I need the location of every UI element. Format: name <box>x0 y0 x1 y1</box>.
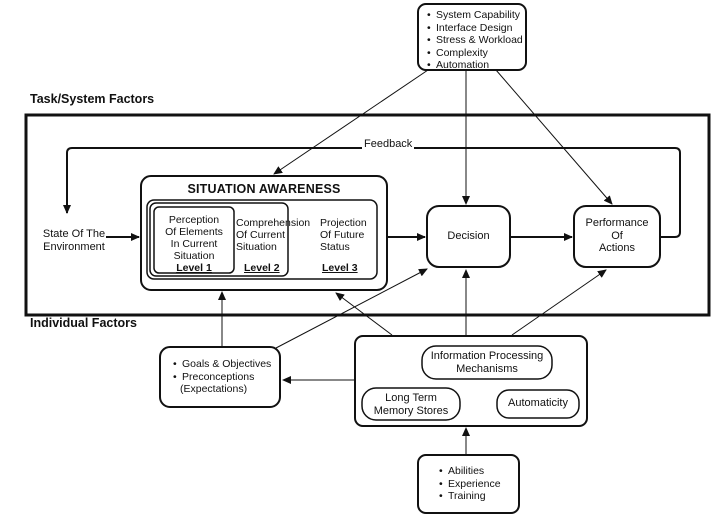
level-1-line: Perception <box>168 214 220 226</box>
level-3-line: Of Future <box>320 229 365 241</box>
level-1-line: Situation <box>173 250 215 262</box>
system-factor-item: Stress & Workload <box>427 34 536 47</box>
individual-to-performance-arrow <box>511 269 607 336</box>
task-system-frame <box>24 113 711 317</box>
info-processing-box <box>421 345 553 380</box>
level-1-line: In Current <box>170 238 218 250</box>
ability-item: Experience <box>439 478 528 491</box>
goals-item: Goals & Objectives <box>173 358 290 371</box>
task-system-factors-label: Task/System Factors <box>30 92 155 106</box>
situation-awareness-box <box>140 175 388 291</box>
memory-line: Memory Stores <box>373 404 449 417</box>
system-factors-list: System Capability Interface Design Stres… <box>426 9 536 72</box>
level-1-box <box>153 206 235 274</box>
system-factor-item: Automation <box>427 59 536 72</box>
performance-line: Performance <box>585 217 649 229</box>
goals-expectations: (Expectations) <box>180 383 248 395</box>
info-processing-line: Information Processing <box>430 350 544 362</box>
goals-list: Goals & Objectives Preconceptions <box>172 358 290 383</box>
feedback-label: Feedback <box>362 138 415 151</box>
state-of-environment: State Of The Environment <box>36 228 112 254</box>
level-3-text: Projection Of Future Status <box>320 217 376 253</box>
level-2-label: Level 2 <box>244 262 280 274</box>
info-processing-label: Information Processing Mechanisms <box>422 350 552 375</box>
goals-to-decision-arrow <box>275 268 428 349</box>
level-2-line: Of Current <box>236 229 286 241</box>
abilities-list: Abilities Experience Training <box>438 465 528 503</box>
decision-label: Decision <box>447 230 490 242</box>
system-factor-item: Complexity <box>427 47 536 60</box>
level-3-box <box>146 199 378 280</box>
performance-line: Actions <box>598 242 636 254</box>
memory-stores-box <box>361 387 461 421</box>
system-factor-item: System Capability <box>427 9 536 22</box>
state-line: State Of The <box>42 228 106 240</box>
level-3-line: Status <box>320 241 350 253</box>
system-to-sa-arrow <box>273 69 429 175</box>
memory-line: Long Term <box>385 392 437 404</box>
performance-line: Of <box>611 229 623 242</box>
system-to-performance-arrow <box>495 69 613 205</box>
automaticity-label: Automaticity <box>508 397 568 409</box>
level-2-text: Comprehension Of Current Situation <box>236 217 311 253</box>
situation-awareness-title: SITUATION AWARENESS <box>187 182 341 196</box>
feedback-arrow <box>63 147 681 238</box>
ability-item: Training <box>439 490 528 503</box>
level-2-box <box>149 202 289 277</box>
level-2-line: Comprehension <box>236 217 311 229</box>
system-factor-item: Interface Design <box>427 22 536 35</box>
level-3-line: Projection <box>320 217 367 229</box>
ability-item: Abilities <box>439 465 528 478</box>
level-1-line: Of Elements <box>165 226 223 238</box>
level-2-line: Situation <box>236 241 277 253</box>
level-3-label: Level 3 <box>322 262 358 274</box>
memory-stores-label: Long Term Memory Stores <box>362 392 460 417</box>
goals-item: Preconceptions <box>173 371 290 384</box>
individual-to-sa-arrow <box>335 292 393 336</box>
automaticity-box <box>496 389 580 419</box>
info-processing-line: Mechanisms <box>456 362 518 375</box>
level-1-label: Level 1 <box>176 262 212 274</box>
state-line: Environment <box>43 241 105 253</box>
individual-factors-label: Individual Factors <box>30 316 137 330</box>
performance-label: Performance Of Actions <box>574 217 660 255</box>
level-1-text: Perception Of Elements In Current Situat… <box>156 214 232 262</box>
